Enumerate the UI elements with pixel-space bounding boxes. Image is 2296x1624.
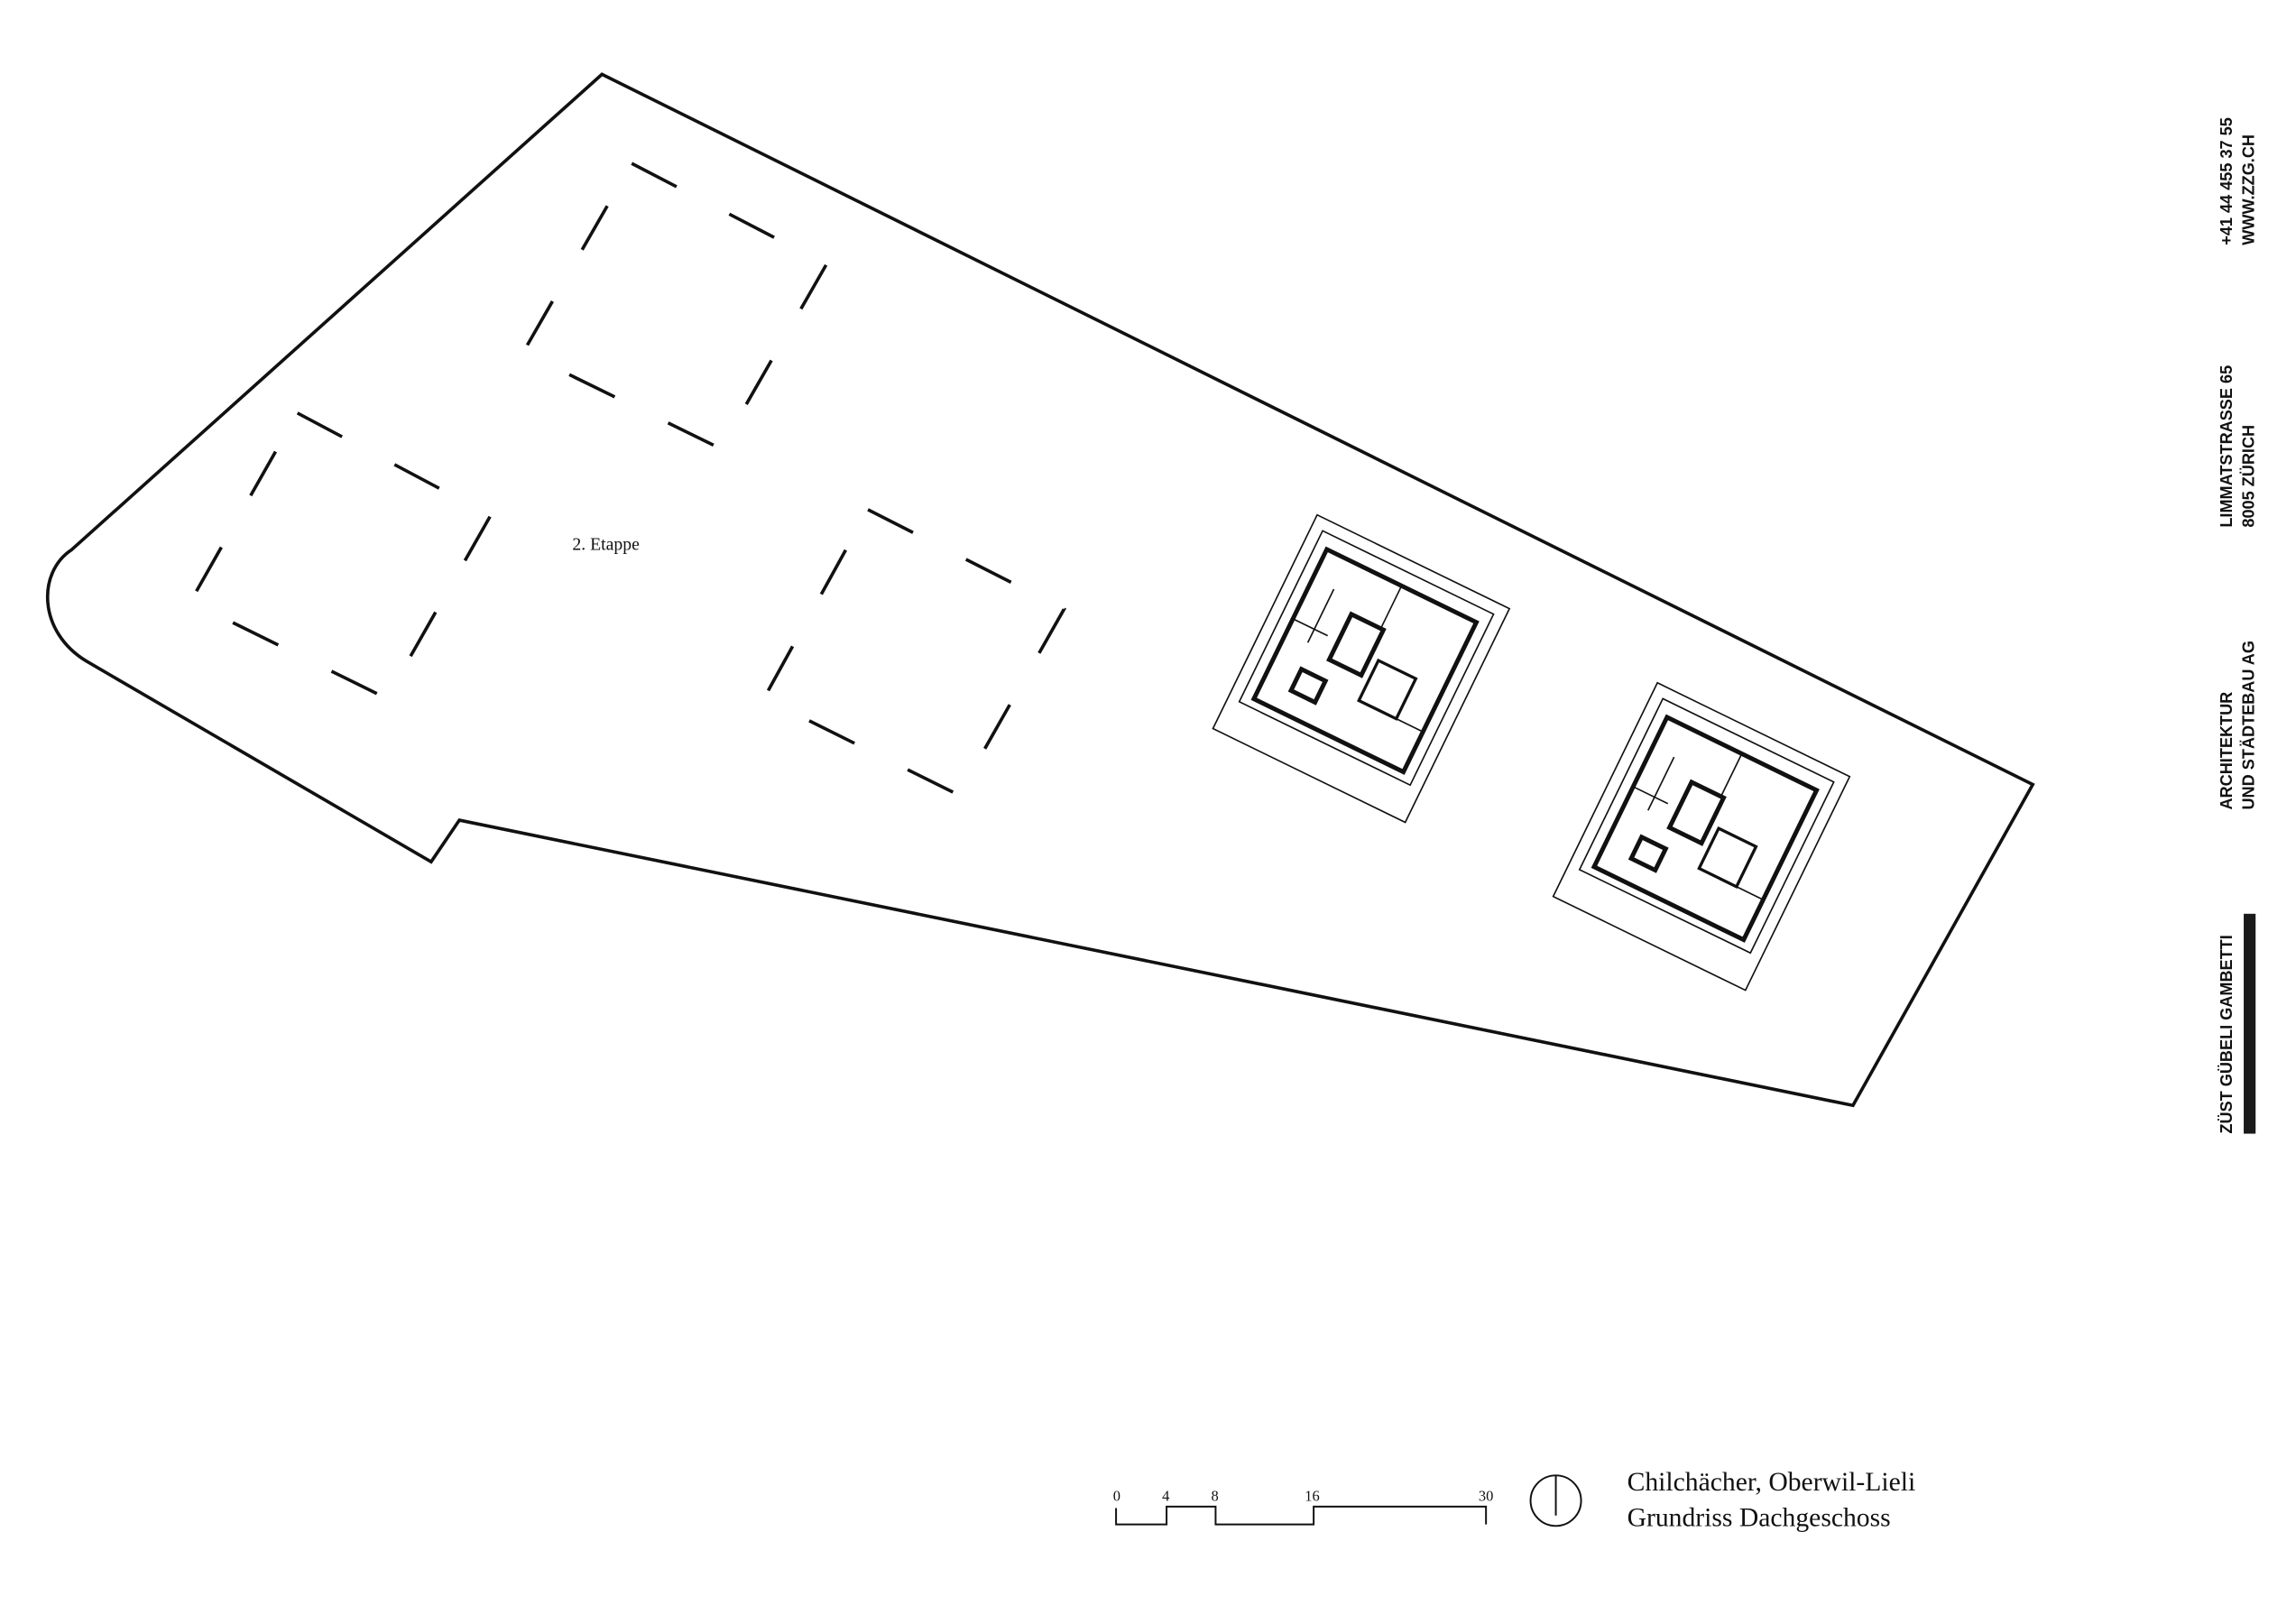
office-city: 8005 ZÜRICH xyxy=(2240,425,2258,528)
footprint-a xyxy=(521,161,829,451)
future-footprints xyxy=(188,161,1066,798)
footprint-c xyxy=(761,507,1066,798)
plan-subtitle: Grundriss Dachgeschoss xyxy=(1627,1503,1891,1532)
scale-tick-0: 0 xyxy=(1113,1487,1120,1504)
office-phone: +41 44 455 37 55 xyxy=(2218,117,2236,245)
footprint-b xyxy=(188,411,493,701)
building-1 xyxy=(1212,513,1511,824)
office-name: ZÜST GÜBELI GAMBETTI xyxy=(2218,935,2236,1133)
scale-bar: 0 4 8 16 30 xyxy=(1113,1487,1493,1526)
stage-label: 2. Etappe xyxy=(572,534,640,554)
scale-tick-30: 30 xyxy=(1479,1487,1493,1504)
north-arrow-icon xyxy=(1529,1474,1582,1527)
office-bar xyxy=(2244,913,2256,1134)
plan-title: Chilchächer, Oberwil-Lieli xyxy=(1627,1468,1916,1497)
site-boundary xyxy=(46,72,2035,1108)
scale-tick-8: 8 xyxy=(1211,1487,1218,1504)
scale-tick-16: 16 xyxy=(1305,1487,1319,1504)
scale-bar-line xyxy=(1115,1505,1488,1526)
scale-tick-4: 4 xyxy=(1162,1487,1169,1504)
office-address: LIMMATSTRASSE 65 xyxy=(2218,365,2236,528)
office-line1b: UND STÄDTEBAU AG xyxy=(2240,641,2258,809)
office-line1a: ARCHITEKTUR xyxy=(2218,692,2236,810)
building-2 xyxy=(1552,681,1851,992)
office-website[interactable]: WWW.ZZG.CH xyxy=(2240,134,2258,245)
